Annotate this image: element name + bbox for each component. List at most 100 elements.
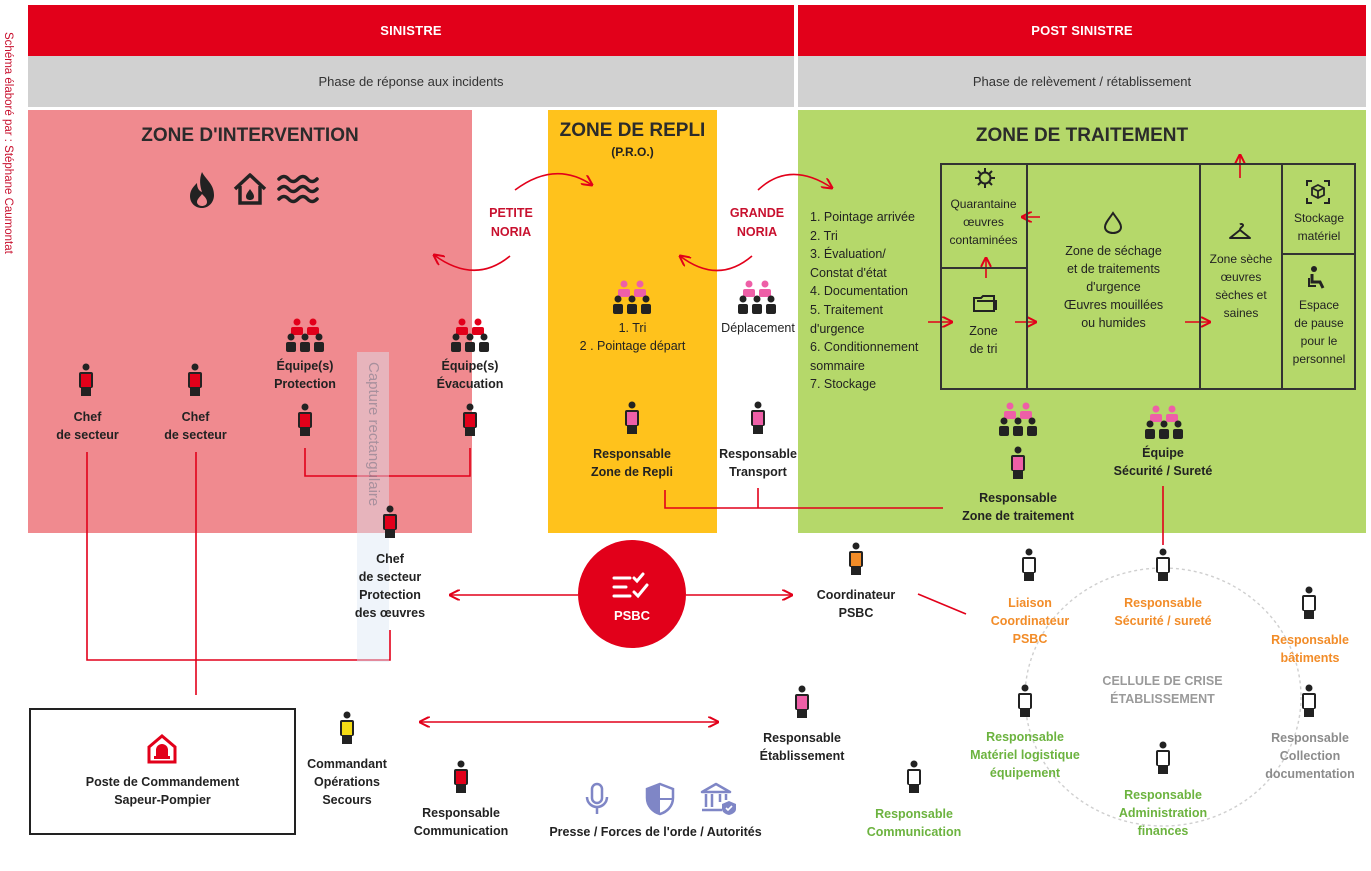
traitement-grid [940, 163, 1356, 390]
person-icon [849, 542, 863, 575]
group-icon [1145, 405, 1183, 439]
deplacement-label: Déplacement [721, 321, 795, 335]
microphone-icon [585, 782, 609, 814]
checklist-icon [612, 572, 649, 598]
group-icon [286, 318, 324, 352]
traitement-step: 4. Documentation [810, 284, 908, 299]
grid-line-v1 [1026, 163, 1028, 390]
virus-icon [975, 168, 995, 188]
traitement-step: d'urgence [810, 321, 865, 336]
poste-commandement-box [29, 708, 296, 835]
liaison-coordinateur: Liaison Coordinateur PSBC [990, 596, 1070, 646]
responsable-securite: Responsable Sécurité / sureté [1114, 596, 1212, 628]
person-icon [340, 711, 354, 744]
responsable-zone-repli: Responsable Zone de Repli [591, 447, 673, 479]
person-icon [188, 363, 202, 396]
shield-icon [645, 782, 675, 816]
grande-noria-label: GRANDE NORIA [729, 206, 785, 239]
box-icon [1306, 180, 1330, 204]
responsable-communication: Responsable Communication [413, 806, 509, 838]
person-icon [1156, 548, 1170, 581]
header-post-sinistre: POST SINISTRE [798, 5, 1366, 56]
responsable-communication-cellule: Responsable Communication [866, 807, 962, 839]
pause-label: Espace de pause pour le personnel [1292, 298, 1346, 366]
zone-traitement [798, 110, 1366, 533]
equipe-evacuation: Équipe(s) Évacuation [436, 359, 504, 391]
responsable-materiel: Responsable Matériel logistique équipeme… [970, 730, 1080, 780]
commandant-operations: Commandant Opérations Secours [307, 757, 387, 807]
person-icon [1022, 548, 1036, 581]
folder-icon [973, 295, 997, 312]
traitement-step: 2. Tri [810, 228, 838, 243]
traitement-step: 3. Évaluation/ [810, 247, 886, 262]
coordinateur-psbc: Coordinateur PSBC [816, 588, 896, 620]
traitement-step: 7. Stockage [810, 377, 877, 392]
traitement-steps: 1. Pointage arrivée 2. Tri 3. Évaluation… [810, 208, 940, 394]
group-icon [451, 318, 489, 352]
stockage-label: Stockage matériel [1293, 211, 1345, 243]
responsable-batiments: Responsable bâtiments [1271, 633, 1349, 665]
subheader-sinistre: Phase de réponse aux incidents [28, 56, 794, 107]
header-post-title: POST SINISTRE [1031, 23, 1133, 38]
grid-line-h1 [940, 267, 1027, 269]
person-icon [795, 685, 809, 718]
equipe-protection: Équipe(s) Protection [274, 359, 336, 391]
capture-text: Capture rectangulaire [365, 362, 382, 507]
zone-repli-title: ZONE DE REPLI [559, 120, 706, 141]
hanger-icon [1229, 222, 1251, 239]
rest-icon [1308, 266, 1325, 289]
grid-line-h2 [1282, 253, 1356, 255]
equipe-securite: Équipe Sécurité / Sureté [1113, 446, 1213, 478]
zone-tri-label: Zone de tri [969, 324, 998, 356]
person-icon [79, 363, 93, 396]
person-icon [1156, 741, 1170, 774]
traitement-step: 6. Conditionnement [810, 340, 919, 355]
traitement-step: 5. Traitement [810, 302, 883, 317]
zone-repli-subtitle: (P.R.O.) [611, 145, 654, 159]
person-icon [1018, 684, 1032, 717]
quarantaine-label: Quarantaine œuvres contaminées [949, 197, 1018, 247]
drop-icon [1103, 211, 1123, 235]
group-icon [738, 280, 776, 314]
responsable-collection: Responsable Collection documentation [1265, 731, 1355, 781]
person-icon [298, 403, 312, 436]
subheader-post: Phase de relèvement / rétablissement [798, 56, 1366, 107]
alarm-icon [147, 734, 177, 764]
traitement-step: 1. Pointage arrivée [810, 210, 915, 224]
chef-secteur-2: Chef de secteur [164, 410, 227, 442]
traitement-step: Constat d'état [810, 265, 887, 280]
zone-repli [548, 110, 717, 533]
person-icon [1302, 684, 1316, 717]
group-icon [999, 402, 1037, 436]
grid-line-v2 [1199, 163, 1201, 390]
psbc-label: PSBC [613, 607, 651, 623]
group-icon [613, 280, 651, 314]
person-icon [625, 401, 639, 434]
traitement-step: sommaire [810, 358, 865, 373]
person-icon [1302, 586, 1316, 619]
zone-intervention-title: ZONE D'INTERVENTION [141, 125, 359, 146]
header-sinistre-title: SINISTRE [380, 23, 442, 38]
poste-commandement-label: Poste de Commandement Sapeur-Pompier [85, 775, 240, 807]
zone-intervention [28, 110, 472, 533]
chef-secteur-1: Chef de secteur [56, 410, 119, 442]
psbc-badge: PSBC [578, 540, 686, 648]
zone-seche-label: Zone sèche œuvres sèches et saines [1209, 252, 1273, 320]
government-icon [700, 782, 736, 815]
person-icon [463, 403, 477, 436]
person-icon [751, 401, 765, 434]
waves-icon [277, 174, 319, 204]
grid-line-v3 [1281, 163, 1283, 390]
responsable-etablissement: Responsable Établissement [759, 731, 845, 763]
person-icon [1011, 446, 1025, 479]
responsable-zone-traitement: Responsable Zone de traitement [962, 491, 1074, 523]
responsable-transport: Responsable Transport [719, 447, 797, 479]
cellule-title: CELLULE DE CRISE ÉTABLISSEMENT [1102, 674, 1223, 706]
petite-noria-label: PETITE NORIA [489, 206, 533, 239]
house-water-icon [233, 173, 267, 205]
person-icon [383, 505, 397, 538]
presse-label: Presse / Forces de l'orde / Autorités [549, 825, 762, 839]
responsable-administration: Responsable Administration finances [1118, 788, 1208, 838]
subheader-sinistre-text: Phase de réponse aux incidents [318, 74, 504, 89]
